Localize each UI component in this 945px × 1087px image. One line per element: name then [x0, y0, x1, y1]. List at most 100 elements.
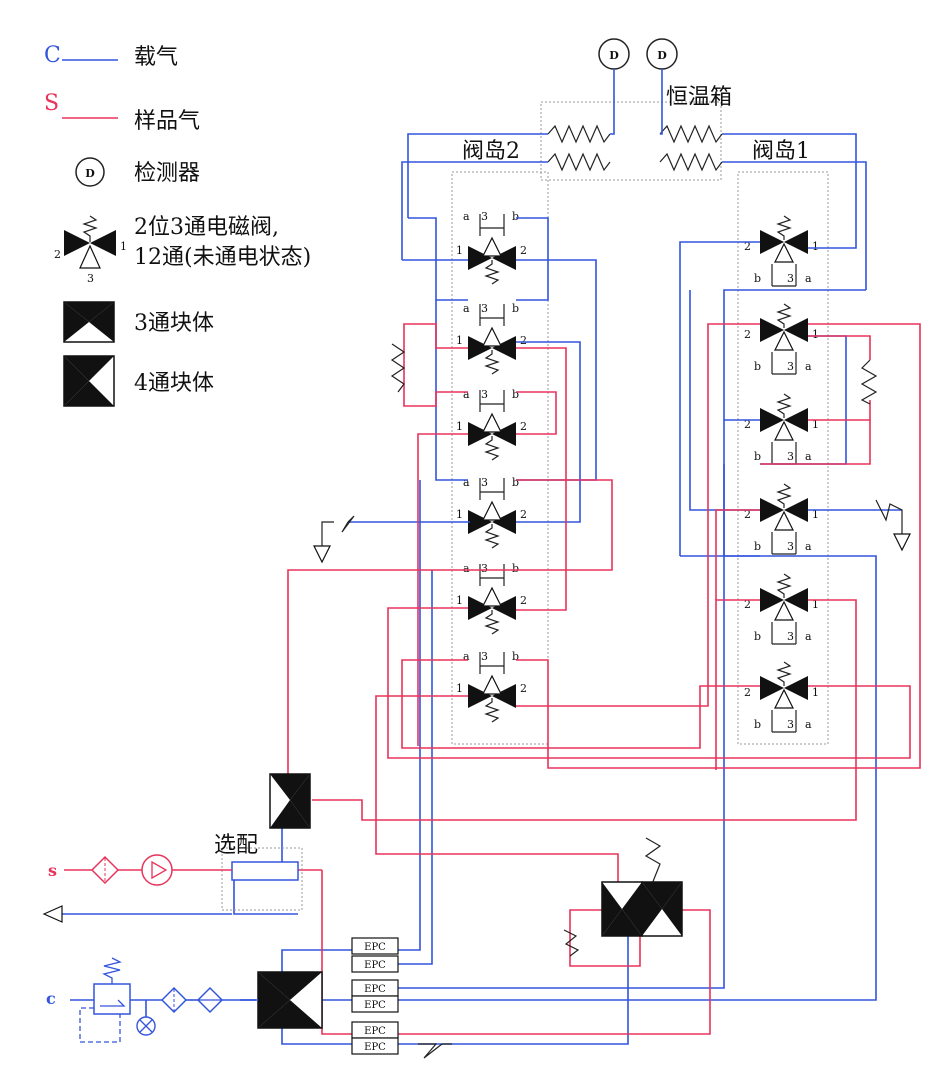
epc-module: EPC	[351, 995, 399, 1013]
svg-text:EPC: EPC	[364, 1026, 386, 1037]
island1-label: 阀岛1	[752, 139, 810, 164]
column-coils	[547, 124, 723, 172]
carrier-filter-1-icon	[160, 986, 188, 1014]
three-way-block-main	[269, 773, 311, 829]
svg-text:EPC: EPC	[364, 984, 386, 995]
carrier-filter-2-icon	[196, 986, 224, 1014]
svg-text:2: 2	[520, 682, 527, 695]
svg-text:b: b	[754, 272, 761, 285]
pressure-regulator-icon	[79, 957, 131, 1043]
legend-valve-label-line2: 12通(未通电状态)	[134, 245, 311, 270]
svg-text:a: a	[463, 388, 470, 401]
restrictor-left	[390, 343, 406, 393]
svg-text:a: a	[805, 630, 812, 643]
legend-detector-symbol: D	[85, 167, 95, 180]
epc-module: EPC	[351, 955, 399, 973]
svg-text:b: b	[512, 302, 519, 315]
svg-text:1: 1	[812, 418, 819, 431]
optional-component	[231, 861, 299, 881]
svg-text:2: 2	[744, 508, 751, 521]
legend-valve-port-2: 2	[54, 248, 61, 261]
svg-text:EPC: EPC	[364, 960, 386, 971]
svg-text:2: 2	[520, 244, 527, 257]
vent-top-restrictor	[644, 837, 662, 885]
svg-text:2: 2	[520, 594, 527, 607]
detector-left-symbol: D	[609, 49, 619, 62]
svg-text:3: 3	[787, 272, 794, 285]
svg-text:1: 1	[812, 240, 819, 253]
svg-text:1: 1	[456, 244, 463, 257]
vent-bottom-restrictor	[418, 1043, 452, 1059]
island2-valve	[468, 564, 516, 635]
epc-modules: EPC EPC EPC EPC EPC EPC	[351, 937, 399, 1055]
svg-text:3: 3	[787, 718, 794, 731]
sample-gas-lines	[64, 323, 921, 1035]
sample-filter-icon	[90, 855, 120, 885]
island2-valve	[468, 652, 516, 723]
legend-detector-label: 检测器	[134, 161, 200, 186]
svg-text:3: 3	[787, 450, 794, 463]
oven-label: 恒温箱	[666, 85, 732, 110]
sample-inlet-label: s	[48, 861, 57, 880]
svg-text:b: b	[754, 630, 761, 643]
island1-box	[737, 171, 829, 745]
detector-right-symbol: D	[657, 49, 667, 62]
svg-text:2: 2	[520, 334, 527, 347]
detector-left: D	[598, 38, 630, 70]
svg-text:b: b	[512, 476, 519, 489]
svg-text:1: 1	[812, 508, 819, 521]
svg-text:b: b	[512, 388, 519, 401]
svg-text:3: 3	[481, 476, 488, 489]
legend-four-way-block-icon	[63, 355, 115, 407]
svg-text:EPC: EPC	[364, 1000, 386, 1011]
svg-text:3: 3	[787, 630, 794, 643]
detector-right: D	[646, 38, 678, 70]
epc-module: EPC	[351, 937, 399, 955]
island2-label: 阀岛2	[462, 139, 520, 164]
legend-valve-port-3: 3	[87, 272, 94, 285]
optional-box	[221, 847, 303, 911]
svg-text:2: 2	[520, 508, 527, 521]
svg-text:1: 1	[456, 334, 463, 347]
optional-label: 选配	[214, 833, 258, 858]
svg-text:1: 1	[456, 508, 463, 521]
svg-text:3: 3	[481, 388, 488, 401]
svg-text:a: a	[463, 302, 470, 315]
svg-text:1: 1	[456, 420, 463, 433]
gauge-icon	[136, 1016, 156, 1036]
vent-left-icon	[313, 515, 355, 564]
svg-text:1: 1	[456, 594, 463, 607]
island2-valve	[468, 214, 516, 285]
svg-text:b: b	[512, 210, 519, 223]
island1-valve	[760, 573, 808, 645]
legend-three-way-block-icon	[63, 301, 115, 343]
svg-text:a: a	[463, 650, 470, 663]
island1-valve	[760, 661, 808, 733]
legend-solenoid-valve-icon	[64, 215, 116, 269]
vent-right-icon	[875, 499, 911, 552]
svg-text:b: b	[754, 540, 761, 553]
epc-module: EPC	[351, 1037, 399, 1055]
island1-valves	[760, 215, 808, 733]
legend-valve-label-line1: 2位3通电磁阀,	[134, 215, 279, 240]
legend-detector-icon	[75, 157, 105, 187]
oven-box	[540, 101, 722, 181]
island1-valve	[760, 393, 808, 465]
legend-four-way-label: 4通块体	[134, 371, 214, 396]
island1-valve	[760, 483, 808, 555]
svg-text:1: 1	[812, 328, 819, 341]
legend-sample-label: 样品气	[134, 109, 200, 134]
island1-valve	[760, 215, 808, 287]
svg-text:2: 2	[520, 420, 527, 433]
legend-carrier-letter: C	[44, 43, 61, 68]
island2-valves	[468, 214, 516, 723]
carrier-inlet-label: c	[46, 989, 56, 1008]
svg-text:2: 2	[744, 598, 751, 611]
legend-sample-letter: S	[44, 91, 59, 116]
island2-valve	[468, 304, 516, 375]
svg-text:a: a	[805, 450, 812, 463]
svg-text:a: a	[463, 476, 470, 489]
svg-text:b: b	[754, 718, 761, 731]
